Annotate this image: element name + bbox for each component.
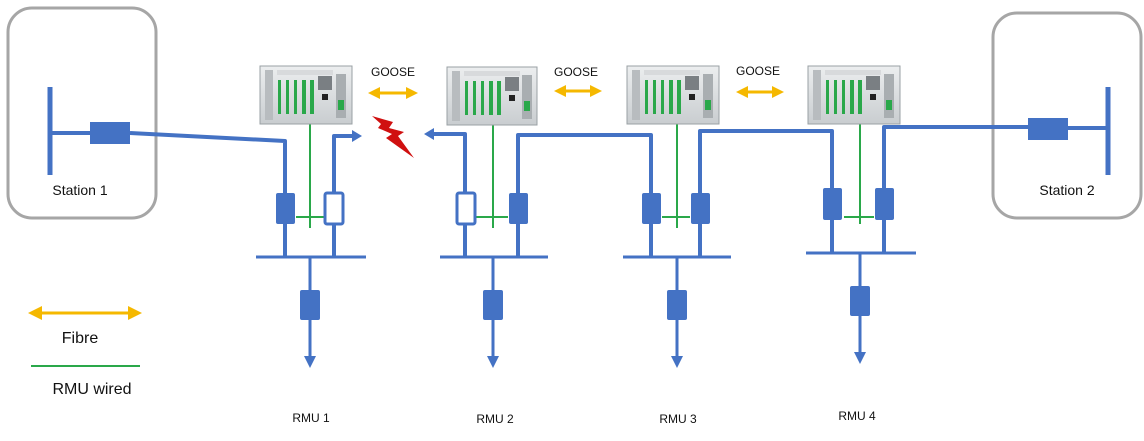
station-1-label: Station 1 <box>52 182 107 198</box>
goose-arrows <box>368 85 784 99</box>
rmu-4-load-breaker <box>850 286 870 316</box>
rmu-2-load-arrow-icon <box>487 356 499 368</box>
rmu-2-left-switch-open <box>455 191 477 226</box>
rmu-switches <box>276 188 894 226</box>
station-2-breaker <box>1028 118 1068 140</box>
rmu-3-left-switch-closed <box>642 193 661 224</box>
rmu-busbars <box>256 251 916 259</box>
legend-wired-label: RMU wired <box>52 381 131 398</box>
rmu-1-load-breaker <box>300 290 320 320</box>
rmu-3-right-switch-closed <box>691 193 710 224</box>
rmu-3-load-arrow-icon <box>671 356 683 368</box>
rmu-2-label: RMU 2 <box>476 412 514 426</box>
double-arrow-icon-goose-1 <box>368 87 418 99</box>
rmu-4-right-switch-closed <box>875 188 894 220</box>
rmu-wired-links <box>296 120 874 228</box>
relay-device-icon-rmu-3 <box>626 65 720 125</box>
load-feeders <box>308 253 862 362</box>
rmu-1-left-switch-closed <box>276 193 295 224</box>
rmu-4-label: RMU 4 <box>838 409 876 423</box>
station-2-box <box>991 11 1143 220</box>
lightning-fault-icon <box>372 116 414 158</box>
double-arrow-icon-goose-2 <box>554 85 602 97</box>
rmu-1-label: RMU 1 <box>292 411 330 425</box>
rmu-4-left-switch-closed <box>823 188 842 220</box>
rmu-2-load-breaker <box>483 290 503 320</box>
station-2-label: Station 2 <box>1039 182 1094 198</box>
double-arrow-icon-goose-3 <box>736 86 784 98</box>
rmu-1-right-switch-open <box>323 191 345 226</box>
goose-label-1: GOOSE <box>371 65 415 79</box>
load-arrows <box>300 286 870 368</box>
legend-fibre-arrow-icon <box>28 306 142 320</box>
relay-device-icon-rmu-1 <box>259 65 353 125</box>
arrow-head-right <box>424 128 434 140</box>
relay-device-icon-rmu-2 <box>446 66 538 126</box>
relay-device-icon-rmu-4 <box>807 65 901 125</box>
legend <box>28 306 142 367</box>
rmu-3-load-breaker <box>667 290 687 320</box>
legend-fibre-label: Fibre <box>62 330 99 347</box>
station-1-breaker <box>90 122 130 144</box>
station-1-box <box>6 6 158 220</box>
rmu-3-label: RMU 3 <box>659 412 697 426</box>
rmu-2-right-switch-closed <box>509 193 528 224</box>
rmu-1-load-arrow-icon <box>304 356 316 368</box>
arrow-head-left <box>352 130 362 142</box>
rmu-4-load-arrow-icon <box>854 352 866 364</box>
goose-label-3: GOOSE <box>736 64 780 78</box>
feeder-lines <box>50 125 1108 256</box>
goose-label-2: GOOSE <box>554 65 598 79</box>
